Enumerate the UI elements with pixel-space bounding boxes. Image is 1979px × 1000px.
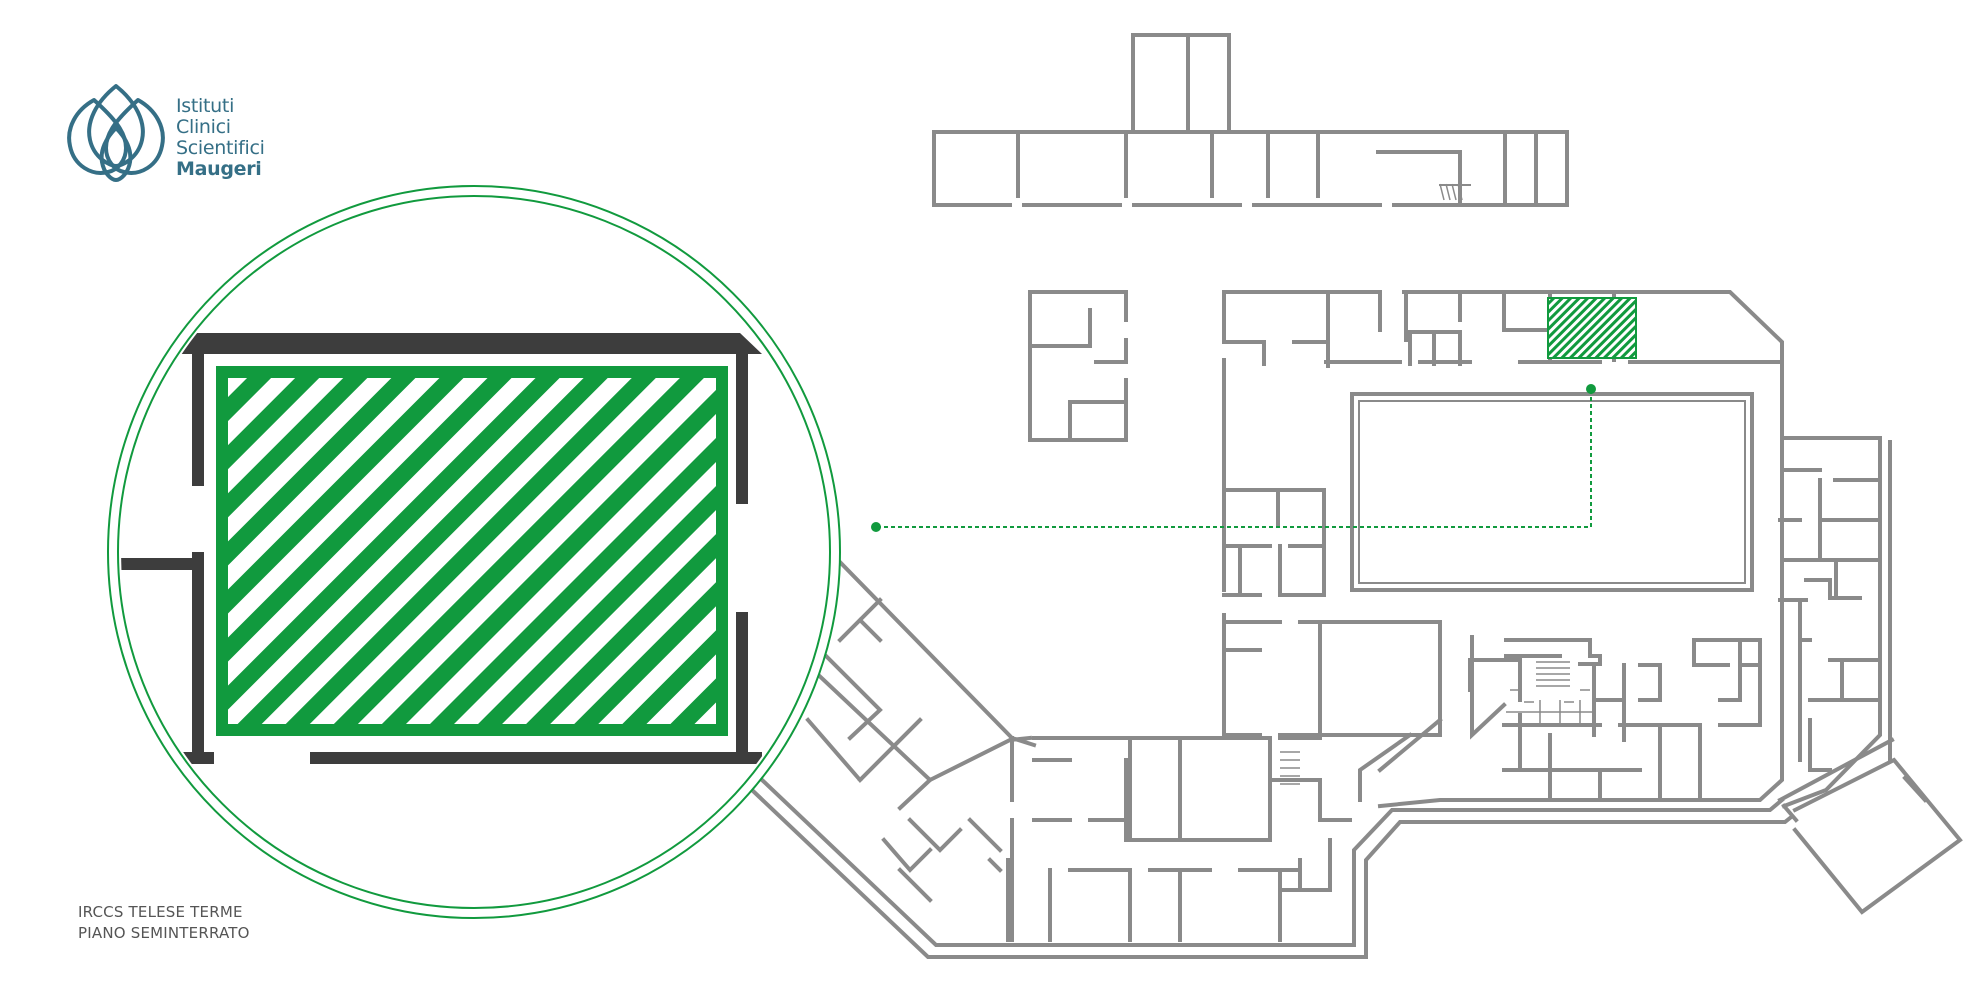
floor-caption: IRCCS TELESE TERME PIANO SEMINTERRATO <box>78 902 250 944</box>
maugeri-logo: Istituti Clinici Scientifici Maugeri <box>60 82 265 194</box>
logo-line-4: Maugeri <box>176 158 262 180</box>
zoom-lens <box>107 185 841 919</box>
logo-wordmark: Istituti Clinici Scientifici Maugeri <box>176 96 265 180</box>
drop-petals-logo-icon <box>67 84 165 182</box>
zoom-anchor-dot <box>871 522 881 532</box>
logo-line-2: Clinici <box>176 116 231 138</box>
zoomed-room-view <box>121 333 762 764</box>
caption-building: IRCCS TELESE TERME <box>78 903 243 921</box>
logo-line-3: Scientifici <box>176 137 265 159</box>
leader-line <box>871 384 1596 532</box>
stairs-marks <box>1280 183 1594 785</box>
caption-floor: PIANO SEMINTERRATO <box>78 924 250 942</box>
logo-line-1: Istituti <box>176 95 235 117</box>
building-walls <box>749 33 1963 959</box>
room-anchor-dot <box>1586 384 1596 394</box>
highlighted-room-plan[interactable] <box>1547 297 1637 359</box>
